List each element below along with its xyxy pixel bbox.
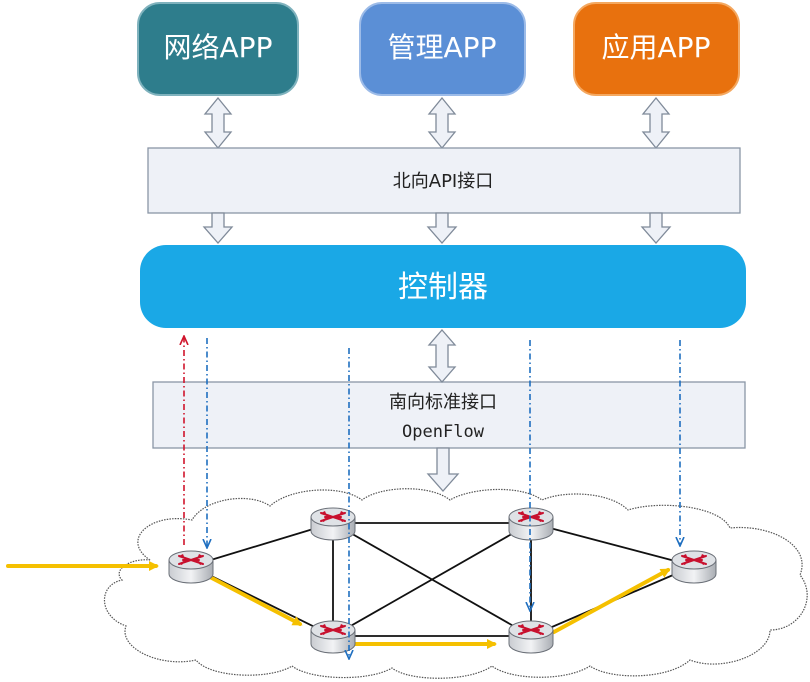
southbound-interface: 南向标准接口 OpenFlow [152,381,746,449]
controller-label: 控制器 [398,270,488,305]
app-application: 应用APP [573,2,740,96]
app-management: 管理APP [359,2,526,96]
southbound-label-line2: OpenFlow [402,422,485,442]
app-network: 网络APP [137,2,299,96]
double-arrow-icon [427,329,457,383]
app-management-label: 管理APP [388,31,497,64]
southbound-label-line1: 南向标准接口 [389,392,497,413]
down-arrow-icon [426,212,458,244]
northbound-to-controller-arrows [202,212,672,244]
app-to-northbound-arrows [203,96,671,150]
northbound-label: 北向API接口 [393,171,493,192]
down-arrow-icon [426,447,460,492]
double-arrow-icon [641,96,671,150]
router-icon [310,620,356,654]
double-arrow-icon [427,96,457,150]
traffic-flow [6,561,671,649]
control-lines [184,337,680,658]
router-icon [508,620,554,654]
down-arrow-icon [202,212,234,244]
app-network-label: 网络APP [164,31,273,64]
routers [168,507,717,654]
northbound-interface: 北向API接口 [147,147,741,214]
router-icon [508,507,554,541]
network-cloud [103,488,808,679]
controller: 控制器 [140,245,746,328]
down-arrow-icon [640,212,672,244]
double-arrow-icon [203,96,233,150]
router-icon [310,507,356,541]
router-icon [168,550,214,584]
router-icon [671,550,717,584]
app-application-label: 应用APP [602,31,711,64]
